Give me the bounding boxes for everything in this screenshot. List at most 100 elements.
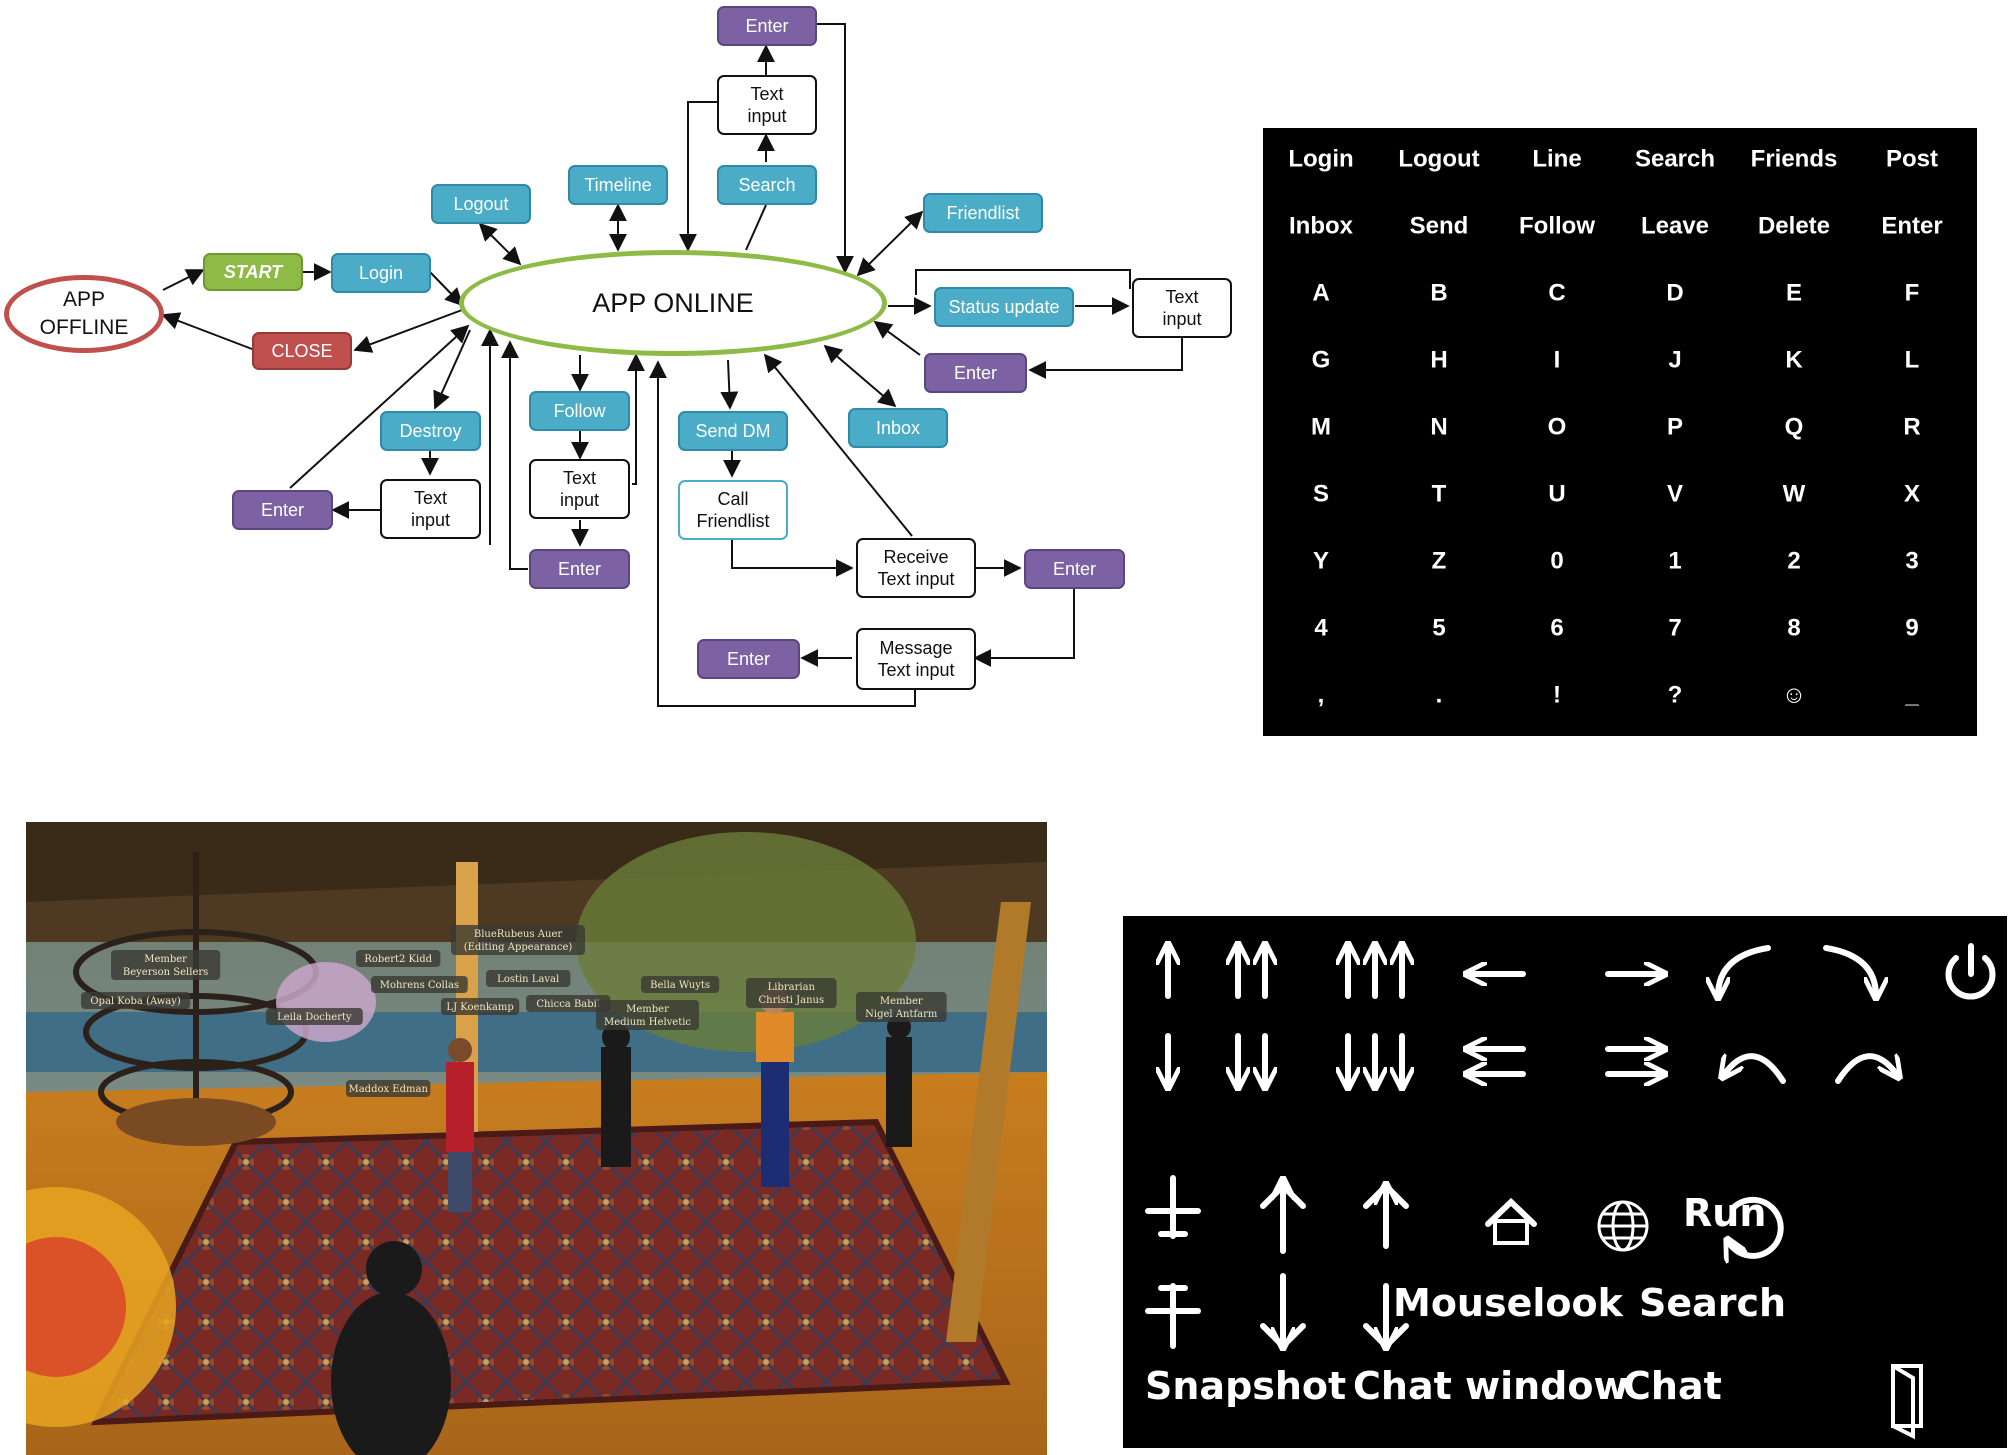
- mouselook-label[interactable]: Mouselook: [1393, 1281, 1624, 1325]
- fly-down-icon[interactable]: [1260, 1273, 1306, 1346]
- chat-label[interactable]: Chat: [1623, 1364, 1722, 1408]
- keyboard-key[interactable]: 0: [1550, 547, 1563, 574]
- keyboard-key[interactable]: Leave: [1641, 212, 1709, 239]
- keyboard-key[interactable]: L: [1905, 346, 1920, 373]
- keyboard-key[interactable]: Inbox: [1289, 212, 1354, 239]
- rotate-right-icon[interactable]: [1835, 1053, 1898, 1081]
- keyboard-key[interactable]: T: [1432, 480, 1447, 507]
- keyboard-key[interactable]: I: [1554, 346, 1561, 373]
- keyboard-key[interactable]: Send: [1410, 212, 1469, 239]
- crouch-icon[interactable]: [1363, 1283, 1409, 1346]
- keyboard-key[interactable]: B: [1430, 279, 1447, 306]
- avatar-name-tag: Leila Docherty: [277, 1012, 352, 1023]
- avatar-name-tag: Nigel Antfarm: [865, 1009, 938, 1020]
- keyboard-key[interactable]: D: [1666, 279, 1683, 306]
- triple-arrow-down-icon[interactable]: [1348, 1033, 1402, 1086]
- turn-left-icon[interactable]: [1718, 945, 1771, 996]
- keyboard-key[interactable]: Z: [1432, 547, 1447, 574]
- keyboard-key[interactable]: Line: [1532, 145, 1581, 172]
- keyboard-key[interactable]: 6: [1550, 614, 1563, 641]
- keyboard-key[interactable]: O: [1548, 413, 1567, 440]
- keyboard-key[interactable]: A: [1312, 279, 1329, 306]
- keyboard-key[interactable]: N: [1430, 413, 1447, 440]
- keyboard-key[interactable]: Y: [1313, 547, 1329, 574]
- land-icon[interactable]: [1145, 1283, 1201, 1349]
- keyboard-key[interactable]: H: [1430, 346, 1447, 373]
- keyboard-key[interactable]: ,: [1318, 681, 1325, 708]
- avatar-name-tag: Christi Janus: [759, 995, 825, 1006]
- keyboard-key[interactable]: Follow: [1519, 212, 1595, 239]
- keyboard-key[interactable]: ?: [1668, 681, 1683, 708]
- keyboard-key[interactable]: Friends: [1751, 145, 1838, 172]
- triple-arrow-up-icon[interactable]: [1348, 946, 1402, 999]
- door-icon[interactable]: [1891, 1364, 1923, 1440]
- chat-window-label[interactable]: Chat window: [1353, 1364, 1629, 1408]
- globe-icon[interactable]: [1597, 1200, 1649, 1252]
- fly-icon[interactable]: [1145, 1175, 1201, 1239]
- search-enter-node: Enter: [717, 6, 817, 46]
- keyboard-key[interactable]: Enter: [1881, 212, 1942, 239]
- app-offline-node: APP OFFLINE: [4, 275, 164, 353]
- keyboard-key[interactable]: Logout: [1398, 145, 1479, 172]
- destroy-enter-node: Enter: [232, 490, 333, 530]
- name-tag-background: [641, 976, 720, 993]
- keyboard-key[interactable]: 9: [1905, 614, 1918, 641]
- keyboard-key[interactable]: Q: [1785, 413, 1804, 440]
- keyboard-key[interactable]: _: [1904, 681, 1919, 708]
- keyboard-key[interactable]: J: [1668, 346, 1681, 373]
- status-enter-node: Enter: [924, 353, 1027, 393]
- keyboard-key[interactable]: E: [1786, 279, 1802, 306]
- keyboard-key[interactable]: F: [1905, 279, 1920, 306]
- follow-text-input-node: Text input: [529, 459, 630, 519]
- keyboard-key[interactable]: 3: [1905, 547, 1918, 574]
- login-node: Login: [331, 253, 431, 293]
- follow-node: Follow: [529, 391, 630, 431]
- message-enter-node: Enter: [697, 639, 800, 679]
- jump-icon[interactable]: [1363, 1186, 1409, 1249]
- keyboard-key[interactable]: ☺: [1782, 681, 1807, 708]
- keyboard-key[interactable]: 4: [1314, 614, 1328, 641]
- home-icon[interactable]: [1485, 1197, 1537, 1245]
- keyboard-key[interactable]: 1: [1668, 547, 1681, 574]
- double-arrow-left-icon[interactable]: [1468, 1049, 1526, 1074]
- double-arrow-right-icon[interactable]: [1605, 1049, 1663, 1074]
- double-arrow-down-icon[interactable]: [1238, 1033, 1265, 1086]
- search-label[interactable]: Search: [1639, 1281, 1786, 1325]
- double-arrow-up-icon[interactable]: [1238, 946, 1265, 999]
- keyboard-key[interactable]: V: [1667, 480, 1683, 507]
- keyboard-key[interactable]: S: [1313, 480, 1329, 507]
- fly-up-icon[interactable]: [1260, 1181, 1306, 1254]
- keyboard-key[interactable]: W: [1783, 480, 1806, 507]
- keyboard-key[interactable]: Delete: [1758, 212, 1830, 239]
- flow-diagram: APP OFFLINE APP ONLINE START Login CLOSE…: [0, 0, 1240, 720]
- keyboard-key[interactable]: Post: [1886, 145, 1938, 172]
- keyboard-key[interactable]: U: [1548, 480, 1565, 507]
- keyboard-key[interactable]: G: [1312, 346, 1331, 373]
- snapshot-label[interactable]: Snapshot: [1145, 1364, 1346, 1408]
- keyboard-key[interactable]: 2: [1787, 547, 1800, 574]
- keyboard-key[interactable]: R: [1903, 413, 1920, 440]
- keyboard-key[interactable]: 7: [1668, 614, 1681, 641]
- keyboard-key[interactable]: Search: [1635, 145, 1715, 172]
- keyboard-key[interactable]: 5: [1432, 614, 1445, 641]
- avatar-name-tag: LJ Koenkamp: [446, 1002, 513, 1013]
- keyboard-key[interactable]: X: [1904, 480, 1920, 507]
- follow-enter-node: Enter: [529, 549, 630, 589]
- power-icon[interactable]: [1945, 943, 1996, 1000]
- keyboard-key[interactable]: 8: [1787, 614, 1800, 641]
- keyboard-key[interactable]: .: [1436, 681, 1443, 708]
- reset-icon[interactable]: [1728, 1196, 1784, 1256]
- keyboard-key[interactable]: C: [1548, 279, 1565, 306]
- keyboard-key[interactable]: K: [1785, 346, 1803, 373]
- keyboard-key[interactable]: P: [1667, 413, 1683, 440]
- keyboard-key[interactable]: M: [1311, 413, 1331, 440]
- run-label[interactable]: Run: [1683, 1191, 1766, 1235]
- name-tag-background: [111, 950, 221, 980]
- turn-right-icon[interactable]: [1823, 945, 1876, 996]
- keyboard-key[interactable]: Login: [1288, 145, 1353, 172]
- keyboard-key[interactable]: !: [1553, 681, 1561, 708]
- rotate-left-icon[interactable]: [1723, 1053, 1786, 1081]
